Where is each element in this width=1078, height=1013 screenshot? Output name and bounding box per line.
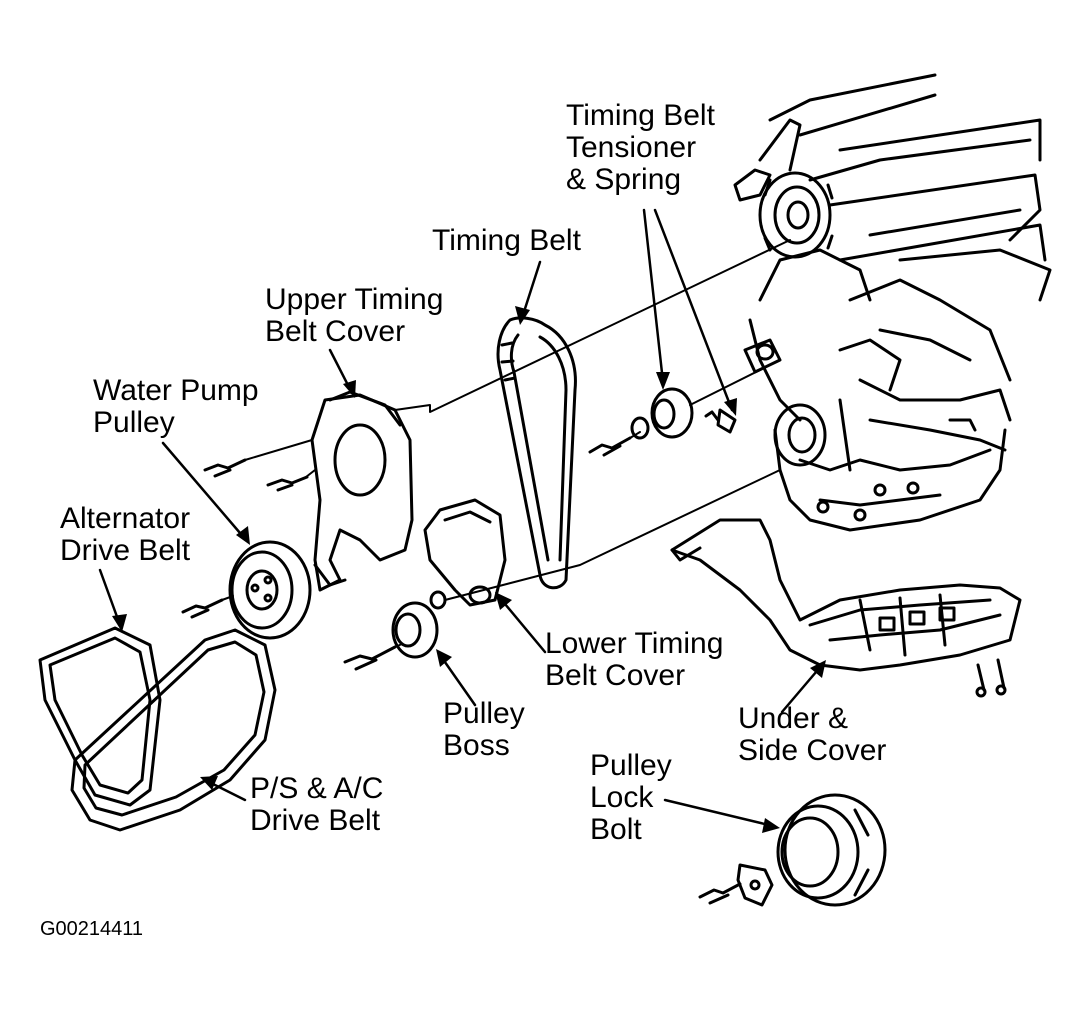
label-timing-belt: Timing Belt bbox=[432, 225, 581, 257]
label-water-pump-pulley: Water Pump Pulley bbox=[93, 375, 259, 439]
timing-belt-tensioner bbox=[588, 387, 737, 457]
label-line: Under & bbox=[738, 702, 849, 735]
pulley-boss bbox=[343, 590, 447, 671]
crankshaft-pulley bbox=[698, 793, 887, 907]
label-line: Drive Belt bbox=[60, 534, 191, 567]
label-line: Timing Belt bbox=[432, 224, 581, 257]
label-pulley-boss: Pulley Boss bbox=[443, 698, 525, 762]
label-line: Side Cover bbox=[738, 734, 887, 767]
label-line: Pulley bbox=[590, 749, 672, 782]
label-pulley-lock-bolt: Pulley Lock Bolt bbox=[590, 750, 672, 846]
label-line: Bolt bbox=[590, 813, 642, 846]
label-line: Pulley bbox=[443, 697, 525, 730]
label-line: Upper Timing bbox=[265, 283, 444, 316]
alternator-drive-belt bbox=[38, 626, 162, 807]
label-line: Pulley bbox=[93, 406, 175, 439]
under-side-cover bbox=[670, 518, 1022, 698]
label-upper-timing-belt-cover: Upper Timing Belt Cover bbox=[265, 284, 443, 348]
water-pump-pulley bbox=[181, 540, 312, 640]
label-line: Belt Cover bbox=[545, 659, 686, 692]
label-line: Tensioner bbox=[566, 131, 697, 164]
label-line: Belt Cover bbox=[265, 315, 406, 348]
arrowheads bbox=[112, 306, 826, 833]
figure-code: G00214411 bbox=[40, 918, 144, 940]
alignment-lines bbox=[221, 239, 791, 648]
label-ps-ac-drive-belt: P/S & A/C Drive Belt bbox=[250, 773, 383, 837]
label-line: Water Pump bbox=[93, 374, 259, 407]
timing-belt bbox=[496, 316, 577, 590]
label-line: Boss bbox=[443, 729, 510, 762]
engine-block bbox=[733, 73, 1052, 532]
label-line: Lock bbox=[590, 781, 654, 814]
label-alternator-drive-belt: Alternator Drive Belt bbox=[60, 503, 190, 567]
upper-timing-belt-cover bbox=[203, 390, 414, 592]
label-line: Timing Belt bbox=[566, 99, 715, 132]
label-line: P/S & A/C bbox=[250, 772, 384, 805]
label-line: Alternator bbox=[60, 502, 191, 535]
label-under-side-cover: Under & Side Cover bbox=[738, 703, 886, 767]
lower-timing-belt-cover bbox=[423, 498, 507, 607]
label-timing-belt-tensioner: Timing Belt Tensioner & Spring bbox=[566, 100, 715, 196]
label-line: Drive Belt bbox=[250, 804, 381, 837]
label-line: Lower Timing bbox=[545, 627, 724, 660]
label-line: & Spring bbox=[566, 163, 682, 196]
label-lower-timing-belt-cover: Lower Timing Belt Cover bbox=[545, 628, 723, 692]
ps-ac-drive-belt bbox=[70, 628, 277, 832]
